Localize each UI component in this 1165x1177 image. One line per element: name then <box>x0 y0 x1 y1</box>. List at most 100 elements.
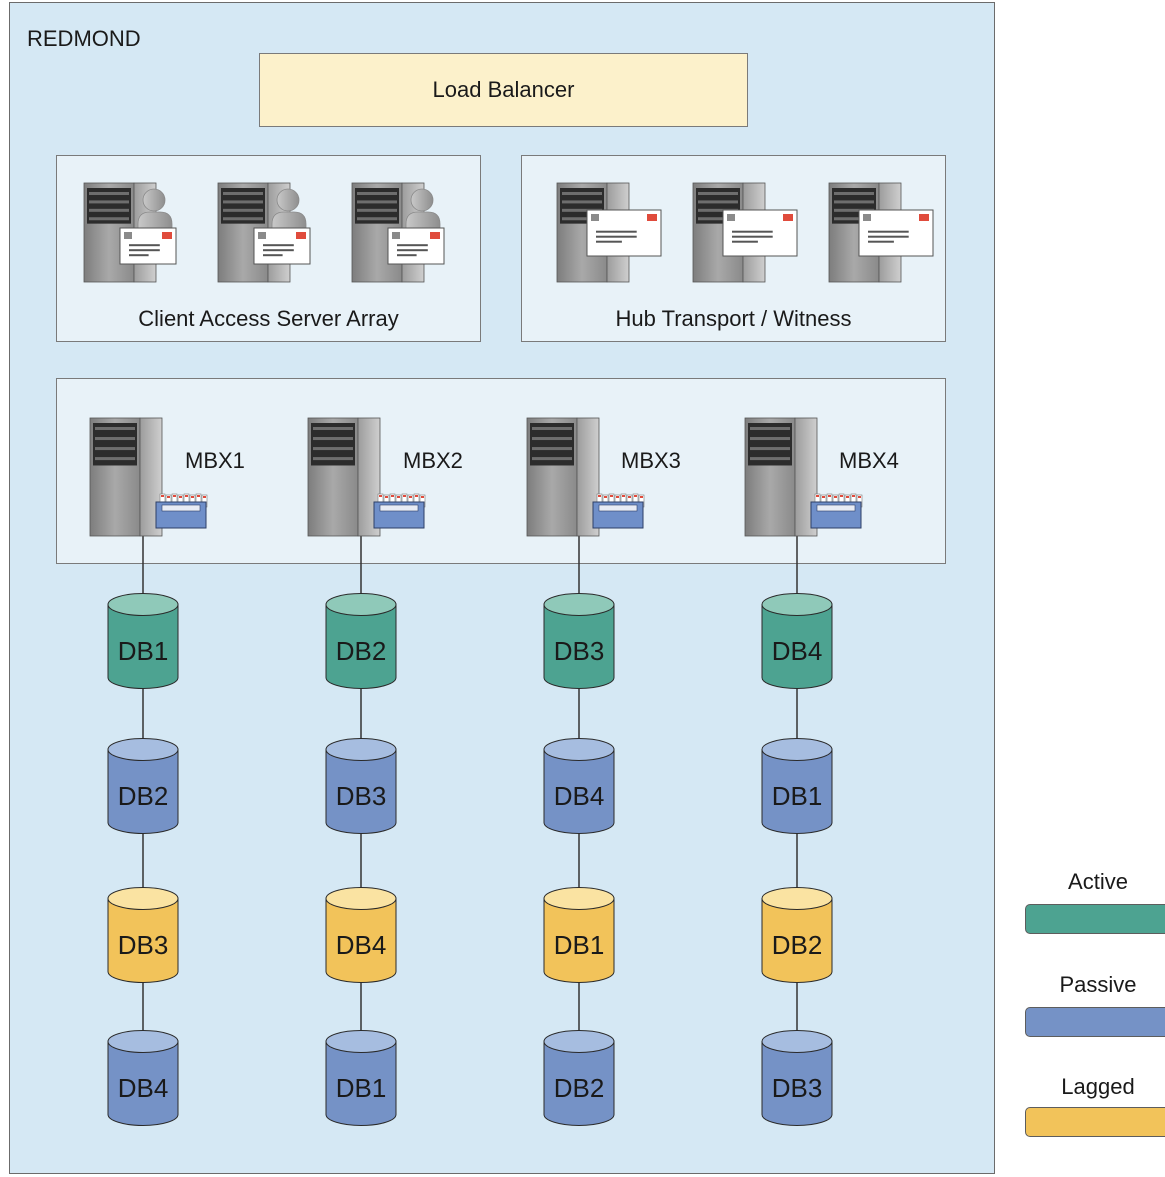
mail-envelope-icon <box>586 209 662 257</box>
mbx-label: MBX4 <box>839 448 899 473</box>
mail-card-mark <box>385 496 388 498</box>
database-copy-passive: DB3 <box>761 1030 833 1126</box>
envelope-stamp <box>647 214 657 221</box>
database-label: DB1 <box>336 1073 387 1103</box>
mail-card-mark <box>397 496 400 498</box>
user-head <box>276 188 300 212</box>
envelope-stamp <box>162 232 172 239</box>
database-top <box>325 887 397 910</box>
user-head <box>142 188 166 212</box>
database-body <box>107 604 179 689</box>
envelope-line <box>596 235 637 238</box>
mail-envelope-icon <box>722 209 798 257</box>
mail-card-mark <box>403 495 406 497</box>
database-top <box>325 1030 397 1053</box>
tower-bay-slot <box>562 200 602 204</box>
mail-envelope-icon <box>858 209 934 257</box>
tower-bay-slot <box>562 217 602 221</box>
tower-bay-slot <box>532 427 572 430</box>
mail-card-mark <box>834 496 837 498</box>
database-body <box>325 749 397 834</box>
database-label: DB2 <box>118 781 169 811</box>
database-top <box>325 738 397 761</box>
database-copy-active: DB2 <box>325 593 397 689</box>
mail-card-mark <box>598 495 601 497</box>
database-top <box>107 593 179 616</box>
database-body <box>325 898 397 983</box>
mail-card-mark <box>628 496 631 498</box>
envelope-mark <box>392 232 400 239</box>
mailbox-database-icon <box>155 493 208 529</box>
database-label: DB3 <box>772 1073 823 1103</box>
tower-bay-slot <box>223 192 263 195</box>
envelope-stamp <box>919 214 929 221</box>
envelope-line <box>263 254 283 257</box>
envelope-line <box>732 240 758 243</box>
database-top <box>543 738 615 761</box>
mail-card-mark <box>846 496 849 498</box>
legend-label-lagged: Lagged <box>1061 1074 1135 1099</box>
tower-bay-slot <box>834 200 874 204</box>
legend-label-active: Active <box>1068 869 1128 894</box>
legend-swatch-lagged <box>1025 1107 1165 1137</box>
mail-card-mark <box>161 495 164 497</box>
mail-envelope-icon <box>253 227 311 265</box>
mailbox-database-icon <box>810 493 863 529</box>
tower-bay-slot <box>89 217 129 221</box>
envelope-stamp <box>783 214 793 221</box>
tower-bay-slot <box>698 192 738 195</box>
mailbox-database-icon <box>592 493 645 529</box>
tower-bay-slot <box>357 208 397 212</box>
tower-bay-slot <box>750 437 790 441</box>
tower-bay-slot <box>562 208 602 212</box>
cas-array-label: Client Access Server Array <box>138 306 399 331</box>
load-balancer: Load Balancer <box>259 53 748 127</box>
envelope-mark <box>124 232 132 239</box>
database-body <box>761 604 833 689</box>
database-top <box>543 593 615 616</box>
mail-card-mark <box>610 495 613 497</box>
tower-bay-slot <box>95 427 135 430</box>
envelope-line <box>596 230 637 233</box>
database-copy-passive: DB3 <box>325 738 397 834</box>
tower-bay-slot <box>89 208 129 212</box>
tower-bay-slot <box>223 200 263 204</box>
database-top <box>761 887 833 910</box>
database-copy-passive: DB1 <box>325 1030 397 1126</box>
database-copy-passive: DB2 <box>543 1030 615 1126</box>
tower-bay-slot <box>532 457 572 461</box>
user-head <box>410 188 434 212</box>
envelope-line <box>732 235 773 238</box>
legend-label-passive: Passive <box>1059 972 1137 997</box>
mail-card-mark <box>191 496 194 498</box>
tower-bay-slot <box>313 437 353 441</box>
database-label: DB4 <box>554 781 605 811</box>
tower-bay-slot <box>313 427 353 430</box>
legend-swatch-active <box>1025 904 1165 934</box>
tower-bay-slot <box>834 217 874 221</box>
database-copy-passive: DB4 <box>543 738 615 834</box>
mailbox-server-icon <box>744 417 818 537</box>
database-body <box>761 1041 833 1126</box>
mail-card-mark <box>167 496 170 498</box>
envelope-line <box>868 240 894 243</box>
database-label: DB2 <box>772 930 823 960</box>
tower-bay-slot <box>750 457 790 461</box>
database-body <box>107 1041 179 1126</box>
database-label: DB1 <box>772 781 823 811</box>
envelope-line <box>263 244 294 247</box>
tower-bay-slot <box>834 192 874 195</box>
tower-bay-slot <box>562 192 602 195</box>
mbx-label: MBX2 <box>403 448 463 473</box>
envelope-line <box>868 230 909 233</box>
hub-transport-label: Hub Transport / Witness <box>615 306 852 331</box>
tower-bay-slot <box>357 192 397 195</box>
mail-card-mark <box>197 495 200 497</box>
envelope-mark <box>863 214 871 221</box>
mail-card-mark <box>604 496 607 498</box>
load-balancer-label: Load Balancer <box>432 77 575 102</box>
tower-bay-slot <box>95 437 135 441</box>
envelope-line <box>263 249 294 252</box>
database-body <box>543 898 615 983</box>
